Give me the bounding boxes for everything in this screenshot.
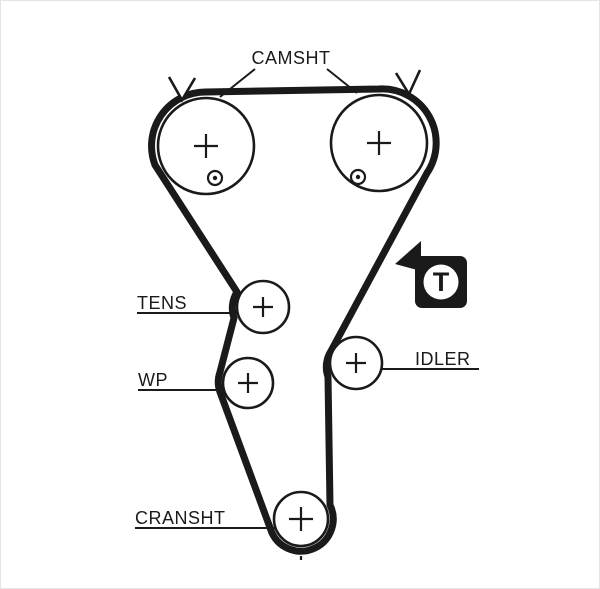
- timing-belt-path: [148, 85, 440, 555]
- tension-marker-icon: T: [395, 241, 467, 308]
- left-cam-timing-dot: [212, 175, 218, 181]
- tension-marker-circle: [423, 264, 459, 300]
- camshaft-label: CAMSHT: [252, 48, 331, 68]
- tension-marker-pointer: [395, 241, 421, 271]
- camshaft-leader-left: [219, 68, 256, 98]
- idler-label: IDLER: [415, 349, 471, 369]
- crankshaft-label: CRANSHT: [135, 508, 226, 528]
- right-cam-timing-dot: [355, 174, 361, 180]
- water-pump-label: WP: [138, 370, 168, 390]
- tension-marker-letter: T: [433, 267, 450, 297]
- right-timing-arrow-icon: [394, 69, 422, 97]
- right-cam-timing-mark: [349, 168, 367, 186]
- tensioner-label: TENS: [137, 293, 187, 313]
- left-cam-timing-mark: [206, 169, 224, 187]
- camshaft-leader-right: [326, 68, 358, 94]
- left-timing-arrow-icon: [167, 76, 197, 103]
